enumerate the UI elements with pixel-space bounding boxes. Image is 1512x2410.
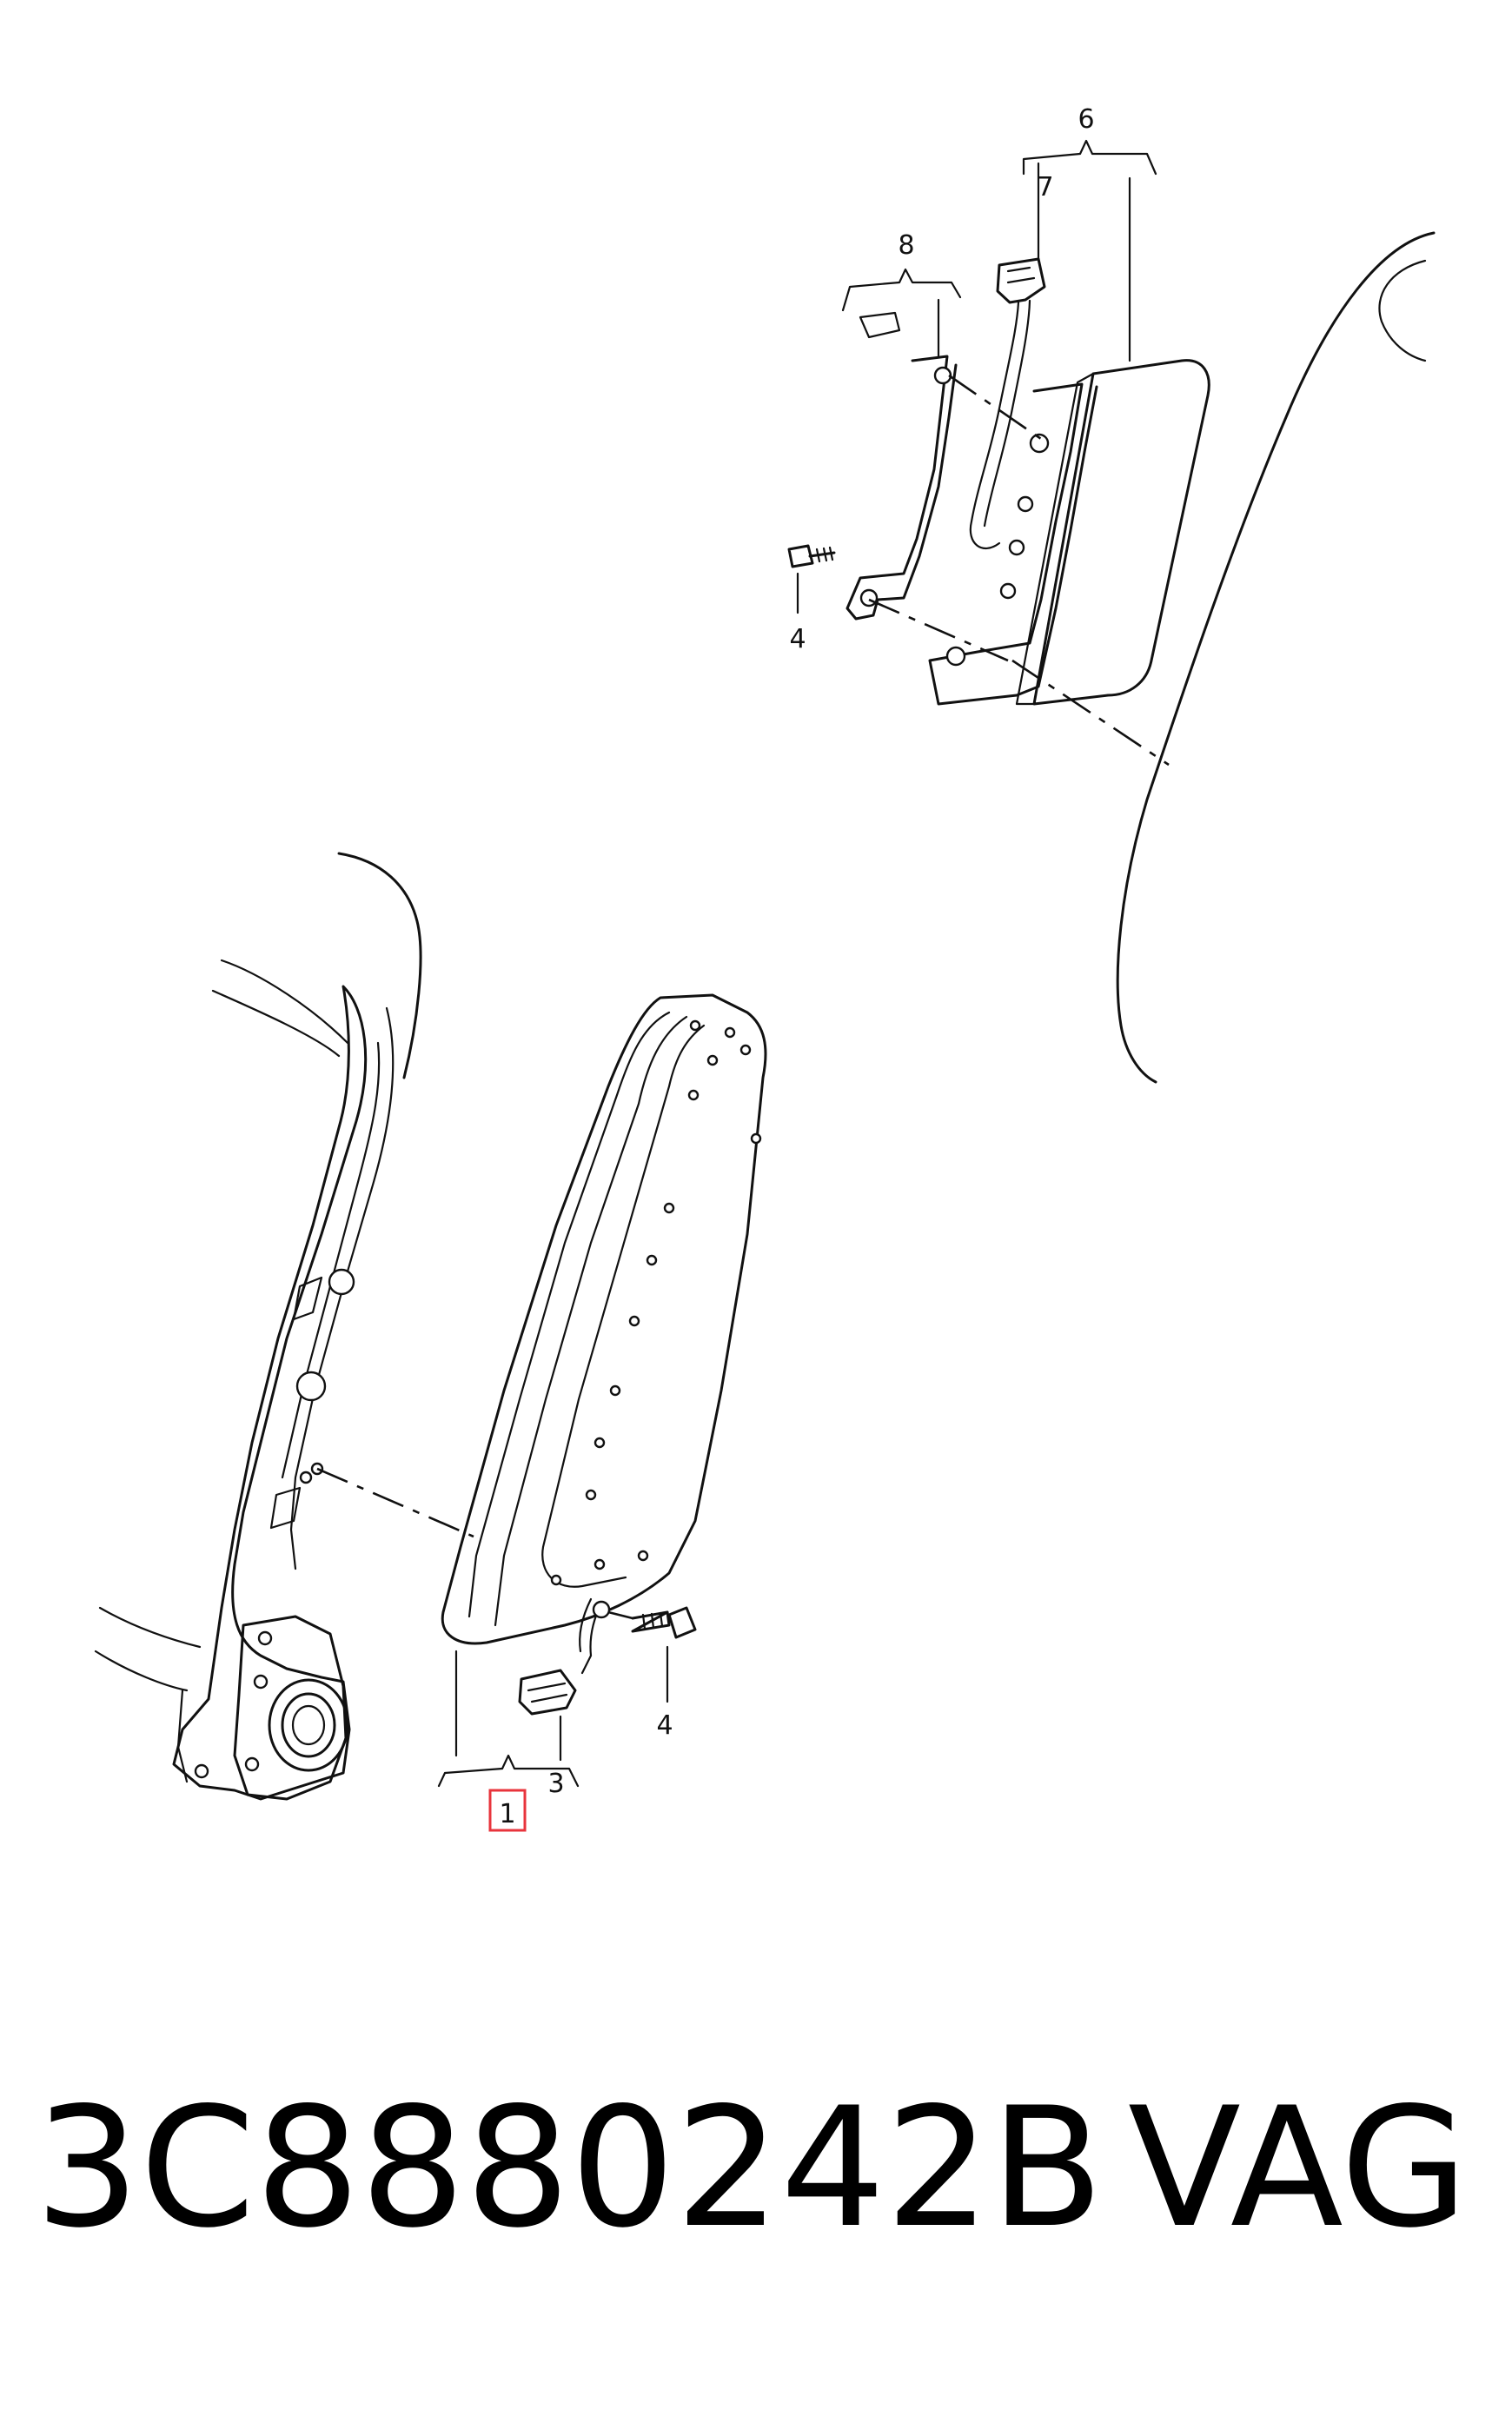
part-number: 3C8880242B xyxy=(35,2072,1104,2264)
seat-frame-rail xyxy=(172,985,368,1801)
lower-airbag-module xyxy=(94,852,767,1832)
callout-4-upper: 4 xyxy=(789,624,806,654)
hinge-plate xyxy=(233,1615,348,1801)
upper-airbag-module xyxy=(787,139,1436,1084)
callout-3: 3 xyxy=(547,1769,564,1799)
callout-7: 7 xyxy=(1037,172,1053,202)
side-airbag-body xyxy=(441,993,767,1645)
seat-back-outline xyxy=(1116,231,1436,1084)
screw-4-lower xyxy=(631,1606,697,1639)
seat-back-inner-curve xyxy=(1378,259,1427,362)
callout-4-lower: 4 xyxy=(656,1710,673,1741)
module-bracket xyxy=(928,382,1098,706)
callout-8: 8 xyxy=(898,230,914,261)
bracket-group-1 xyxy=(437,1754,580,1788)
bracket-8 xyxy=(846,355,958,621)
hinge-pivot-outer xyxy=(268,1678,349,1772)
screw-4-upper xyxy=(787,544,836,568)
brand-name: VAG xyxy=(1128,2072,1469,2264)
module-body xyxy=(1032,359,1210,706)
connector-3 xyxy=(518,1669,577,1716)
frame-pivot xyxy=(328,1268,355,1296)
bracket-group-8 xyxy=(841,268,962,312)
callout-1: 1 xyxy=(499,1799,515,1829)
module-cable xyxy=(969,301,1020,549)
callout-6: 6 xyxy=(1078,104,1094,135)
seat-frame-top xyxy=(337,852,422,1079)
callout-1-highlight xyxy=(488,1789,527,1832)
bracket-group-6 xyxy=(1022,139,1157,176)
